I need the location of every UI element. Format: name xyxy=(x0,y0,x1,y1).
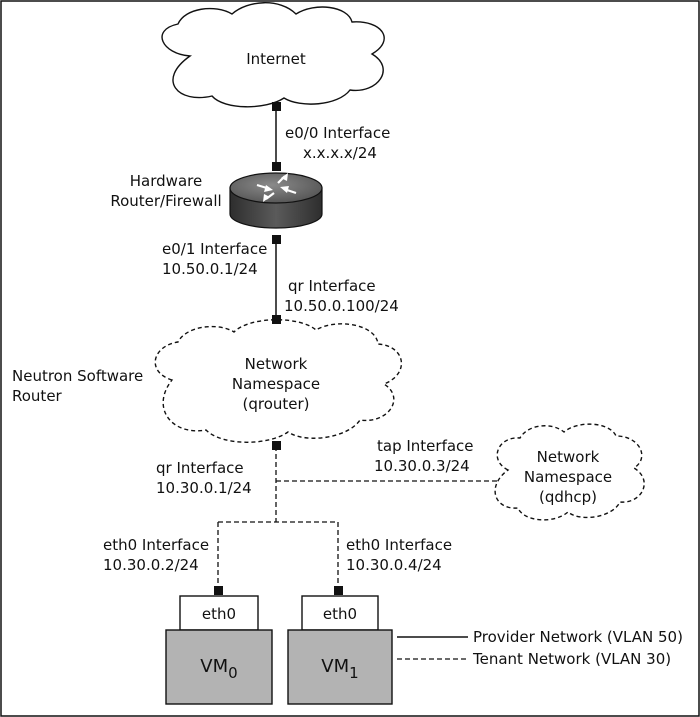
vm1-body xyxy=(287,629,393,705)
hardware-router-label-2: Router/Firewall xyxy=(110,192,221,210)
vm1-interface-label: eth0 Interface xyxy=(346,536,452,554)
neutron-router-label-1: Neutron Software xyxy=(12,367,143,385)
vm1-interface-address: 10.30.0.4/24 xyxy=(346,556,442,574)
qr-ext-interface-label: qr Interface xyxy=(288,277,376,295)
qdhcp-namespace-cloud: Network Namespace (qdhcp) xyxy=(494,423,645,521)
qdhcp-namespace-line1: Network xyxy=(537,448,600,466)
vm0-body xyxy=(165,629,273,705)
vm1-subscript: 1 xyxy=(349,664,359,682)
e00-interface-label: e0/0 Interface xyxy=(285,124,390,142)
vm0-subscript: 0 xyxy=(228,664,238,682)
port-router-e00 xyxy=(272,162,281,171)
vm0-nic-label: eth0 xyxy=(202,605,236,623)
port-router-e01 xyxy=(272,235,281,244)
vm1-name: VM1 xyxy=(321,656,358,682)
legend: Provider Network (VLAN 50) Tenant Networ… xyxy=(397,628,683,668)
qrouter-namespace-line1: Network xyxy=(245,355,308,373)
neutron-router-label-2: Router xyxy=(12,387,63,405)
tap-interface-label: tap Interface xyxy=(377,437,474,455)
vm1: eth0 VM1 xyxy=(287,595,393,705)
qr-int-interface-address: 10.30.0.1/24 xyxy=(156,479,252,497)
hardware-router-label-1: Hardware xyxy=(130,172,202,190)
internet-cloud: Internet xyxy=(161,2,385,108)
vm0: eth0 VM0 xyxy=(165,595,273,705)
tap-interface-address: 10.30.0.3/24 xyxy=(374,457,470,475)
qr-int-interface-label: qr Interface xyxy=(156,459,244,477)
e01-interface-address: 10.50.0.1/24 xyxy=(162,260,258,278)
qdhcp-namespace-line2: Namespace xyxy=(524,468,612,486)
port-vm0-eth0 xyxy=(214,586,223,595)
port-vm1-eth0 xyxy=(334,586,343,595)
vm0-name: VM0 xyxy=(200,656,237,682)
qdhcp-namespace-line3: (qdhcp) xyxy=(539,488,597,506)
port-neutron-qr-int xyxy=(272,441,281,450)
vm1-nic-label: eth0 xyxy=(323,605,357,623)
e01-interface-label: e0/1 Interface xyxy=(162,240,267,258)
qrouter-namespace-line2: Namespace xyxy=(232,375,320,393)
legend-provider-label: Provider Network (VLAN 50) xyxy=(473,628,683,646)
vm0-interface-address: 10.30.0.2/24 xyxy=(103,556,199,574)
vm0-interface-label: eth0 Interface xyxy=(103,536,209,554)
e00-interface-address: x.x.x.x/24 xyxy=(303,144,377,162)
qrouter-namespace-cloud: Network Namespace (qrouter) xyxy=(154,319,402,443)
internet-label: Internet xyxy=(246,50,306,68)
legend-tenant-label: Tenant Network (VLAN 30) xyxy=(472,650,671,668)
hardware-router-icon xyxy=(229,172,323,229)
vm1-nic-box xyxy=(301,595,379,631)
qrouter-namespace-line3: (qrouter) xyxy=(242,395,309,413)
port-internet-e00 xyxy=(272,102,281,111)
port-neutron-qr-ext xyxy=(272,315,281,324)
qr-ext-interface-address: 10.50.0.100/24 xyxy=(284,297,399,315)
